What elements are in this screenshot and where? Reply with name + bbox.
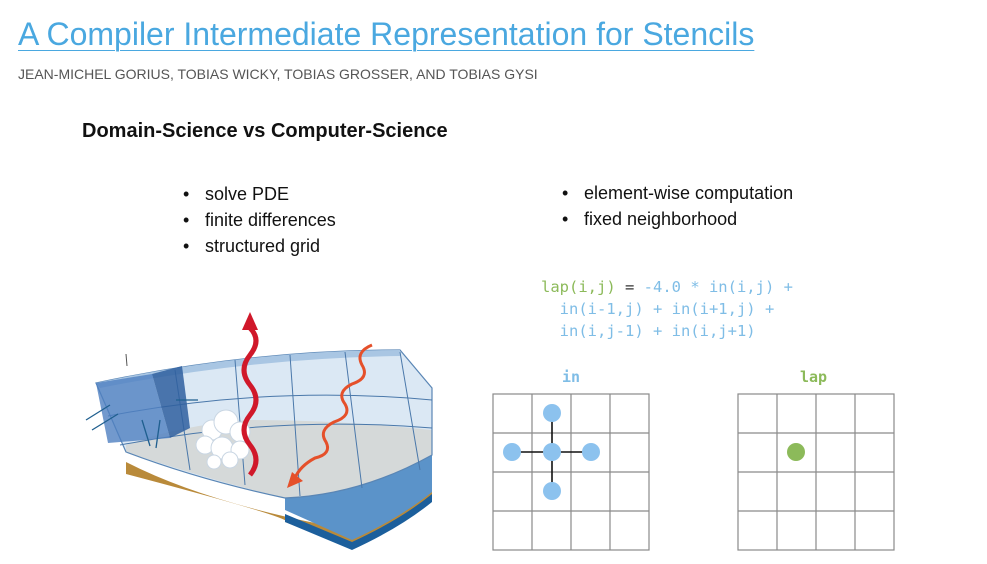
arrow-up-icon: [242, 312, 258, 330]
bullet-item: finite differences: [183, 207, 336, 233]
flux-arrows: [85, 399, 198, 449]
section-heading: Domain-Science vs Computer-Science: [82, 120, 448, 142]
input-grid: [492, 393, 650, 551]
ocean-edge: [285, 494, 432, 550]
highlight-cell-side: [152, 366, 190, 438]
bullet-item: solve PDE: [183, 181, 336, 207]
domain-science-list: solve PDE finite differences structured …: [183, 181, 336, 259]
neighbor-east: [582, 443, 600, 461]
incoming-radiation-wave: [293, 343, 373, 479]
neighbor-south: [543, 482, 561, 500]
code-line-2: in(i-1,j) + in(i+1,j) +: [541, 300, 775, 318]
computer-science-list: element-wise computation fixed neighborh…: [562, 180, 793, 232]
input-grid-label: in: [562, 368, 581, 386]
stencil-points: [503, 404, 600, 500]
authors: JEAN-MICHEL GORIUS, TOBIAS WICKY, TOBIAS…: [18, 66, 538, 82]
output-grid: [737, 393, 895, 551]
outgoing-radiation-wave: [241, 326, 259, 477]
bullet-item: element-wise computation: [562, 180, 793, 206]
bullet-item: structured grid: [183, 233, 336, 259]
center-point: [543, 443, 561, 461]
slide-title: A Compiler Intermediate Representation f…: [18, 16, 755, 52]
code-lhs: lap(i,j): [541, 278, 616, 296]
highlight-cell: [96, 374, 170, 443]
atmosphere-top: [96, 350, 400, 388]
stencil-code: lap(i,j) = -4.0 * in(i,j) + in(i-1,j) + …: [541, 276, 793, 342]
tick-mark: [125, 353, 128, 367]
neighbor-north: [543, 404, 561, 422]
ocean-block: [285, 455, 432, 540]
arrow-down-icon: [287, 472, 303, 488]
output-point: [787, 443, 805, 461]
code-equals: =: [615, 278, 644, 296]
code-line-1: -4.0 * in(i,j) +: [643, 278, 793, 296]
neighbor-west: [503, 443, 521, 461]
output-grid-label: lap: [800, 368, 828, 386]
code-line-3: in(i,j-1) + in(i,j+1): [541, 322, 756, 340]
bullet-item: fixed neighborhood: [562, 206, 793, 232]
